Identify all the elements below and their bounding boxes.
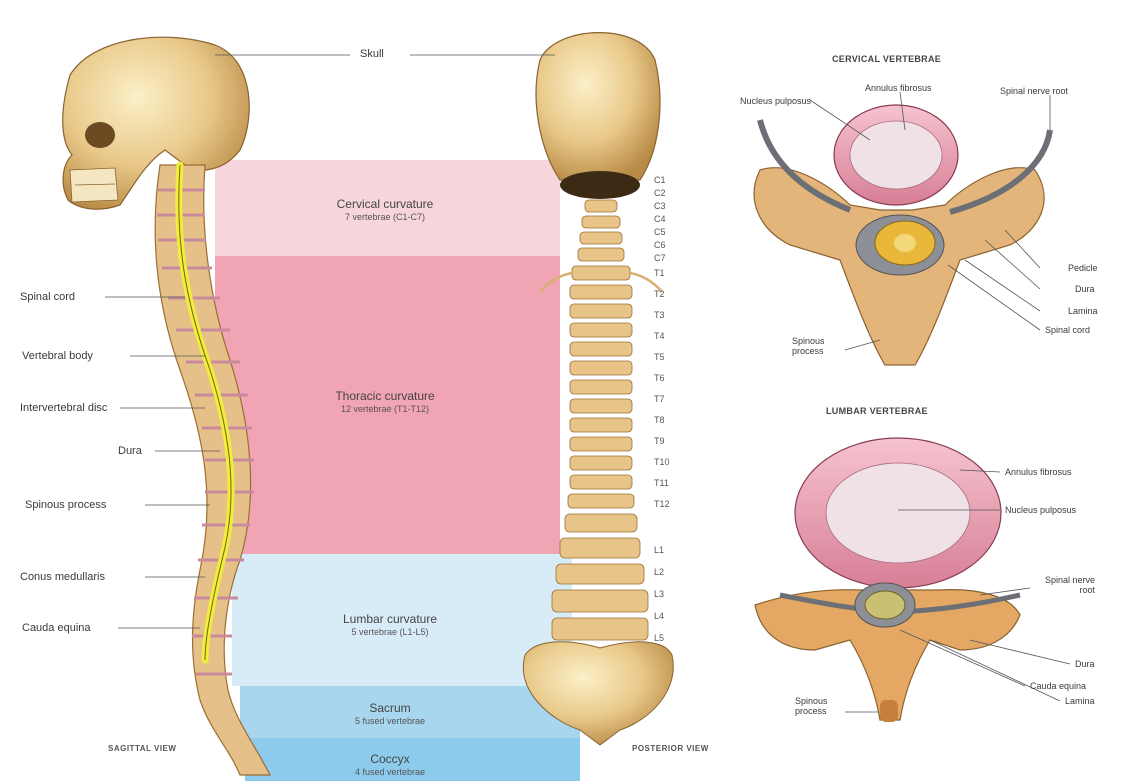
vertebral-body-label: Vertebral body	[22, 350, 93, 362]
region-name: Coccyx	[370, 752, 409, 766]
vertebra-label: C5	[654, 227, 678, 237]
region-sub: 5 vertebrae (L1-L5)	[305, 626, 475, 639]
vertebra-label: T5	[654, 352, 678, 362]
cervical-nerve-root-label: Spinal nerve root	[1000, 85, 1068, 97]
spinous-process-label: Spinous process	[25, 499, 106, 511]
vertebra-label: C6	[654, 240, 678, 250]
vertebra-label: T12	[654, 499, 678, 509]
sagittal-view-caption: SAGITTAL VIEW	[108, 744, 176, 753]
region-sub: 5 fused vertebrae	[310, 715, 470, 728]
vertebra-label: T10	[654, 457, 678, 467]
vertebra-label: T11	[654, 478, 678, 488]
lumbar-vertebrae-title: LUMBAR VERTEBRAE	[826, 406, 928, 416]
lumbar-curvature-title: Lumbar curvature 5 vertebrae (L1-L5)	[305, 613, 475, 639]
lumbar-nucleus-label: Nucleus pulposus	[1005, 504, 1076, 516]
lumbar-cauda-label: Cauda equina	[1030, 680, 1086, 692]
vertebra-label: T3	[654, 310, 678, 320]
cervical-vertebra-illustration	[754, 105, 1050, 365]
curvature-bands	[215, 160, 580, 781]
vertebra-label: T6	[654, 373, 678, 383]
vertebra-label: C3	[654, 201, 678, 211]
vertebra-label: T1	[654, 268, 678, 278]
region-sub: 4 fused vertebrae	[310, 766, 470, 779]
cauda-equina-label: Cauda equina	[22, 622, 91, 634]
cervical-vertebrae-title: CERVICAL VERTEBRAE	[832, 54, 941, 64]
vertebra-label: L5	[654, 633, 678, 643]
vertebra-label: T2	[654, 289, 678, 299]
vertebra-label: C7	[654, 253, 678, 263]
vertebra-label: T9	[654, 436, 678, 446]
lumbar-vertebra-illustration	[755, 438, 1020, 722]
sacrum-title: Sacrum 5 fused vertebrae	[310, 702, 470, 728]
region-name: Cervical curvature	[337, 197, 434, 211]
vertebra-label: L4	[654, 611, 678, 621]
vertebra-label: T7	[654, 394, 678, 404]
coccyx-title: Coccyx 4 fused vertebrae	[310, 753, 470, 779]
cervical-pedicle-label: Pedicle	[1068, 262, 1098, 274]
skull-label: Skull	[360, 48, 384, 60]
region-name: Thoracic curvature	[335, 389, 434, 403]
vertebra-label: C2	[654, 188, 678, 198]
lumbar-nerve-root-label: Spinal nerve root	[1035, 575, 1095, 595]
intervertebral-disc-label: Intervertebral disc	[20, 402, 107, 414]
vertebra-label: L3	[654, 589, 678, 599]
cervical-spinal-cord-label: Spinal cord	[1045, 324, 1090, 336]
vertebra-label: L2	[654, 567, 678, 577]
cervical-nucleus-label: Nucleus pulposus	[740, 95, 811, 107]
vertebra-label: C4	[654, 214, 678, 224]
spinal-cord-label: Spinal cord	[20, 291, 75, 303]
cervical-annulus-label: Annulus fibrosus	[865, 82, 932, 94]
thoracic-curvature-title: Thoracic curvature 12 vertebrae (T1-T12)	[300, 390, 470, 416]
cervical-lamina-label: Lamina	[1068, 305, 1098, 317]
vertebra-label: T4	[654, 331, 678, 341]
vertebra-label: L1	[654, 545, 678, 555]
region-sub: 12 vertebrae (T1-T12)	[300, 403, 470, 416]
lumbar-spinous-label: Spinous process	[795, 696, 845, 716]
region-name: Lumbar curvature	[343, 612, 437, 626]
vertebra-label: T8	[654, 415, 678, 425]
region-name: Sacrum	[369, 701, 410, 715]
lumbar-annulus-label: Annulus fibrosus	[1005, 466, 1072, 478]
vertebra-label: C1	[654, 175, 678, 185]
cervical-spinous-label: Spinous process	[792, 336, 842, 356]
lumbar-dura-label: Dura	[1075, 658, 1095, 670]
cervical-curvature-title: Cervical curvature 7 vertebrae (C1-C7)	[300, 198, 470, 224]
lumbar-lamina-label: Lamina	[1065, 695, 1095, 707]
cervical-dura-label: Dura	[1075, 283, 1095, 295]
dura-label: Dura	[118, 445, 142, 457]
posterior-view-caption: POSTERIOR VIEW	[632, 744, 709, 753]
conus-medullaris-label: Conus medullaris	[20, 571, 105, 583]
region-sub: 7 vertebrae (C1-C7)	[300, 211, 470, 224]
